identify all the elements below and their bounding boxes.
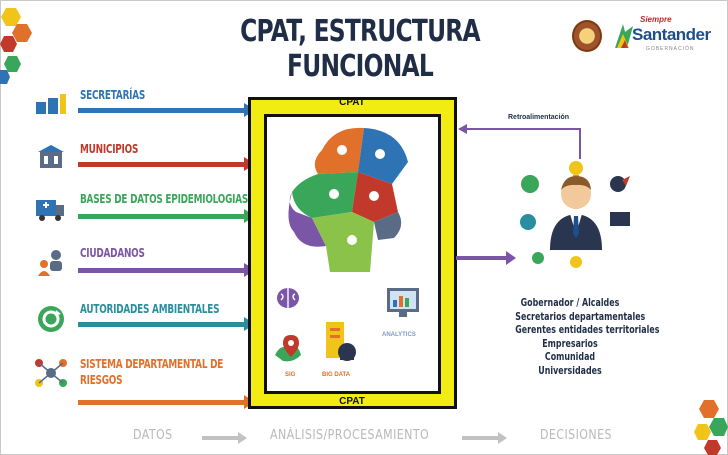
arrow-ciudadanos — [78, 263, 255, 277]
risk-network-icon — [35, 359, 67, 387]
input-autoridades-ambientales: AUTORIDADES AMBIENTALES — [26, 298, 255, 346]
input-sistema-riesgos: SISTEMA DEPARTAMENTAL DE RIESGOS — [26, 352, 255, 409]
decision-maker-item: Universidades — [538, 363, 602, 377]
brand-subtitle: GOBERNACIÓN — [646, 46, 695, 52]
citizen-icon — [38, 250, 62, 276]
input-label-sistema-riesgos: SISTEMA DEPARTAMENTAL DE RIESGOS — [80, 357, 224, 387]
recycle-icon — [38, 306, 64, 332]
big-data-label: BIG DATA — [322, 372, 351, 378]
cpat-bottom-label: CPAT — [339, 396, 365, 407]
decision-maker-item: Gerentes entidades territoriales — [515, 323, 660, 337]
analytics-monitor-icon — [387, 288, 419, 317]
arrow-municipios — [78, 157, 255, 171]
map-pin-icon — [275, 335, 301, 362]
footer-step-decisiones: DECISIONES — [540, 428, 612, 443]
footer-arrow — [202, 432, 247, 444]
decision-maker-item: Comunidad — [544, 350, 596, 364]
input-label-bases-de-datos: BASES DE DATOS EPIDEMIOLOGIAS — [80, 192, 249, 206]
hexagon-decoration-right — [694, 400, 728, 455]
arrow-autoridades — [78, 317, 255, 331]
arrow-secretarias — [78, 103, 255, 117]
arrow-bases-de-datos — [78, 209, 255, 223]
hexagon-decoration-left — [0, 8, 32, 84]
input-secretarias: SECRETARÍAS — [26, 84, 255, 132]
buildings-icon — [36, 94, 66, 114]
input-label-municipios: MUNICIPIOS — [80, 142, 139, 156]
decision-maker-item: Empresarios — [542, 336, 598, 350]
decision-maker-item: Secretarios departamentales — [515, 309, 646, 323]
brain-icon — [277, 288, 299, 308]
gobernacion-seal-icon — [572, 20, 602, 52]
decision-maker-item: Gobernador / Alcaldes — [520, 296, 620, 309]
arrow-sistema-riesgos — [78, 395, 255, 409]
input-label-autoridades: AUTORIDADES AMBIENTALES — [80, 302, 220, 316]
town-hall-icon — [38, 145, 64, 168]
brand-name: Santander — [632, 25, 711, 44]
footer-arrow — [462, 432, 507, 444]
feedback-label: Retroalimentación — [508, 114, 570, 121]
feedback-loop-arrow — [458, 124, 581, 159]
input-ciudadanos: CIUDADANOS — [26, 242, 255, 290]
puzzle-head-icon — [288, 127, 408, 272]
output-arrow — [456, 251, 516, 265]
cpat-top-label: CPAT — [339, 97, 365, 108]
decision-maker-icon — [520, 161, 630, 268]
footer-step-datos: DATOS — [133, 428, 173, 443]
input-municipios: MUNICIPIOS — [26, 138, 255, 186]
input-label-ciudadanos: CIUDADANOS — [80, 246, 145, 260]
analytics-label: ANALYTICS — [382, 332, 416, 338]
brand-tagline: Siempre — [640, 15, 672, 24]
footer-step-analisis: ANÁLISIS/PROCESAMIENTO — [270, 428, 430, 443]
santander-logo-icon — [615, 24, 633, 48]
input-label-secretarias: SECRETARÍAS — [80, 88, 146, 102]
input-bases-de-datos: BASES DE DATOS EPIDEMIOLOGIAS — [26, 188, 255, 236]
big-data-icon — [326, 322, 356, 361]
ambulance-database-icon — [36, 200, 64, 221]
page-title: CPAT, ESTRUCTURA FUNCIONAL — [240, 14, 481, 84]
sig-label: SIG — [285, 372, 296, 378]
decision-makers-list: Gobernador / Alcaldes Secretarios depart… — [494, 296, 660, 378]
